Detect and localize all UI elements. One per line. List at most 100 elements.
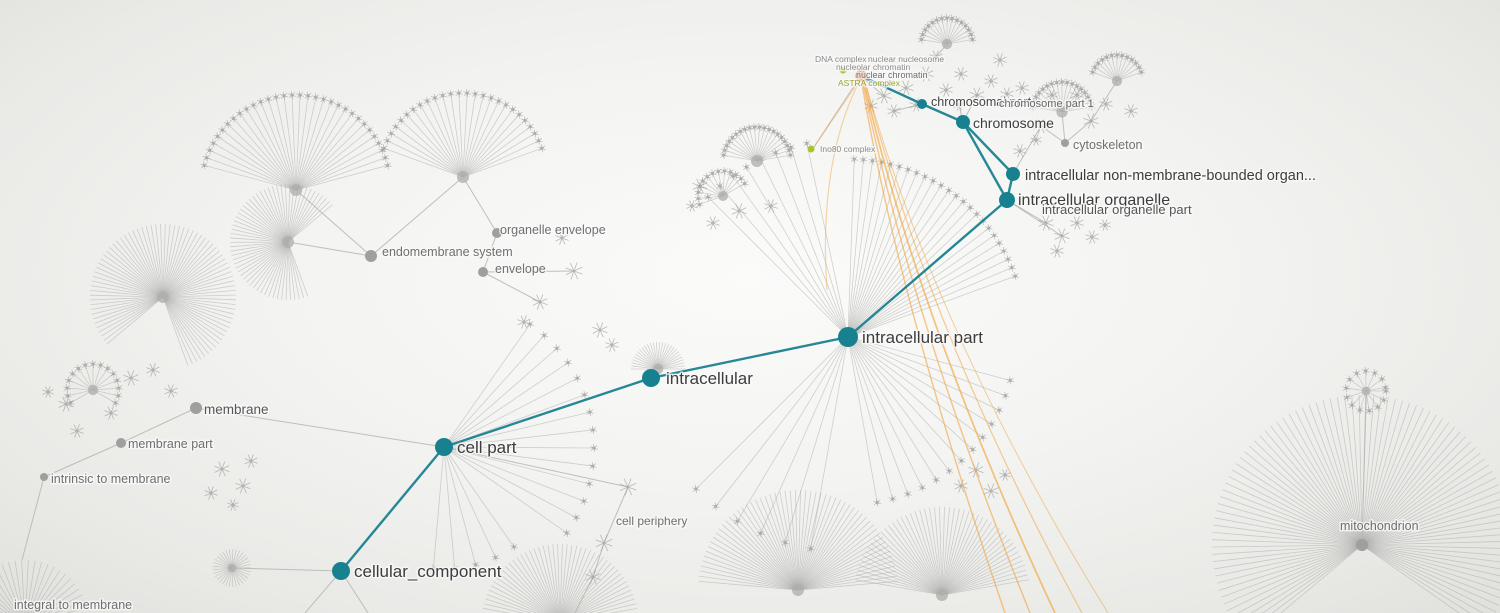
label-intracellular[interactable]: intracellular (665, 368, 755, 390)
label-astra-complex[interactable]: ASTRA complex (837, 77, 903, 90)
flower-nodes[interactable] (42, 50, 1138, 585)
label-intrinsic-to-membrane[interactable]: intrinsic to membrane (50, 471, 173, 488)
label-organelle-envelope[interactable]: organelle envelope (499, 222, 608, 239)
collapsed-node-flower[interactable] (605, 338, 619, 352)
collapsed-node-flower[interactable] (204, 486, 218, 500)
node-membrane[interactable] (190, 402, 202, 414)
collapsed-node-flower[interactable] (1070, 216, 1084, 230)
label-integral-to-membrane[interactable]: integral to membrane (13, 597, 134, 613)
node-intracellular-organelle[interactable] (999, 192, 1015, 208)
collapsed-node-flower[interactable] (42, 386, 54, 398)
collapsed-node-flower[interactable] (954, 479, 968, 493)
node-cell-part[interactable] (435, 438, 453, 456)
graph-nodes[interactable] (40, 66, 1368, 581)
collapsed-node-flower[interactable] (1046, 89, 1058, 101)
cluster-center-node[interactable] (87, 384, 99, 396)
collapsed-node-flower[interactable] (517, 315, 531, 329)
collapsed-node-flower[interactable] (983, 483, 999, 499)
label-dna-complex[interactable]: DNA complex (814, 53, 869, 66)
node-intracellular-part[interactable] (838, 327, 858, 347)
label-envelope[interactable]: envelope (494, 261, 548, 278)
label-chromosome[interactable]: chromosome (972, 114, 1056, 133)
collapsed-node-flower[interactable] (104, 406, 118, 420)
collapsed-node-flower[interactable] (595, 534, 613, 552)
collapsed-node-flower[interactable] (984, 74, 998, 88)
cluster-center-node[interactable] (792, 584, 804, 596)
collapsed-node-flower[interactable] (968, 462, 984, 478)
cluster-center-node[interactable] (157, 291, 169, 303)
node-mitochondrion[interactable] (1356, 539, 1368, 551)
label-chromosomal-part[interactable]: chromosomal part (930, 94, 1034, 111)
collapsed-node-flower[interactable] (164, 384, 178, 398)
node-chromosome[interactable] (956, 115, 970, 129)
collapsed-node-flower[interactable] (1099, 97, 1113, 111)
node-chromosomal-part[interactable] (917, 99, 927, 109)
label-chromosome-part-1[interactable]: chromosome part 1 (998, 97, 1096, 112)
collapsed-node-flower[interactable] (706, 216, 720, 230)
collapsed-node-flower[interactable] (244, 454, 258, 468)
label-intracellular-part[interactable]: intracellular part (861, 327, 985, 349)
collapsed-node-flower[interactable] (1030, 134, 1042, 146)
label-nucleolar-chromatin[interactable]: nucleolar chromatin (835, 61, 912, 74)
collapsed-node-flower[interactable] (764, 199, 778, 213)
node-selected-nucleosome[interactable] (855, 70, 867, 82)
node-cytoskeleton[interactable] (1061, 139, 1069, 147)
label-cytoskeleton[interactable]: cytoskeleton (1072, 137, 1145, 154)
collapsed-node-flower[interactable] (969, 87, 985, 103)
collapsed-node-flower[interactable] (585, 569, 601, 585)
collapsed-node-flower[interactable] (592, 322, 608, 338)
collapsed-node-flower[interactable] (123, 370, 139, 386)
collapsed-node-flower[interactable] (686, 200, 698, 212)
cluster-center-node[interactable] (718, 191, 728, 201)
node-intracellular-non-membrane-bounded-organelle[interactable] (1006, 167, 1020, 181)
collapsed-node-flower[interactable] (565, 262, 583, 280)
collapsed-node-flower[interactable] (1085, 230, 1099, 244)
collapsed-node-flower[interactable] (1124, 104, 1138, 118)
collapsed-node-flower[interactable] (1070, 88, 1084, 102)
collapsed-node-flower[interactable] (555, 231, 569, 245)
collapsed-node-flower[interactable] (1000, 87, 1014, 101)
collapsed-node-flower[interactable] (918, 66, 934, 82)
label-intracellular-non-membrane-bounded-organelle[interactable]: intracellular non-membrane-bounded organ… (1024, 167, 1318, 186)
collapsed-node-flower[interactable] (235, 478, 251, 494)
collapsed-node-flower[interactable] (1038, 215, 1054, 231)
label-cellular-component[interactable]: cellular_component (353, 561, 504, 583)
collapsed-node-flower[interactable] (929, 50, 943, 64)
node-envelope[interactable] (478, 267, 488, 277)
node-intrinsic-to-membrane[interactable] (40, 473, 48, 481)
collapsed-node-flower[interactable] (939, 83, 953, 97)
collapsed-node-flower[interactable] (1083, 113, 1099, 129)
label-ino80-complex[interactable]: Ino80 complex (819, 143, 878, 156)
collapsed-node-flower[interactable] (70, 424, 84, 438)
collapsed-node-flower[interactable] (954, 67, 968, 81)
label-cell-periphery[interactable]: cell periphery (615, 513, 689, 530)
collapsed-node-flower[interactable] (953, 99, 965, 111)
collapsed-node-flower[interactable] (58, 396, 74, 412)
label-mitochondrion[interactable]: mitochondrion (1339, 518, 1421, 535)
collapsed-node-flower[interactable] (692, 178, 708, 194)
cluster-center-node[interactable] (751, 155, 763, 167)
collapsed-node-flower[interactable] (898, 80, 914, 96)
label-nuclear-nucleosome[interactable]: nuclear nucleosome (867, 53, 946, 66)
label-intracellular-organelle-part[interactable]: intracellular organelle part (1041, 201, 1194, 219)
graph-labels[interactable]: cellular_component cell part intracellular… (13, 53, 1421, 613)
collapsed-node-flower[interactable] (146, 363, 160, 377)
collapsed-node-flower[interactable] (532, 294, 548, 310)
node-ino80-complex[interactable] (807, 145, 815, 153)
label-membrane-part[interactable]: membrane part (127, 436, 215, 453)
collapsed-node-flower[interactable] (731, 203, 747, 219)
label-cell-part[interactable]: cell part (456, 437, 519, 459)
node-endomembrane-system[interactable] (365, 250, 377, 262)
collapsed-node-flower[interactable] (1013, 144, 1027, 158)
collapsed-node-flower[interactable] (619, 478, 637, 496)
label-nuclear-chromatin[interactable]: nuclear chromatin (855, 69, 930, 82)
collapsed-node-flower[interactable] (1099, 219, 1111, 231)
label-membrane[interactable]: membrane (203, 401, 271, 419)
collapsed-node-flower[interactable] (887, 104, 901, 118)
collapsed-node-flower[interactable] (214, 461, 230, 477)
collapsed-node-flower[interactable] (227, 499, 239, 511)
collapsed-node-flower[interactable] (1054, 228, 1070, 244)
node-highlight-complex[interactable] (839, 66, 847, 74)
node-membrane-part[interactable] (116, 438, 126, 448)
